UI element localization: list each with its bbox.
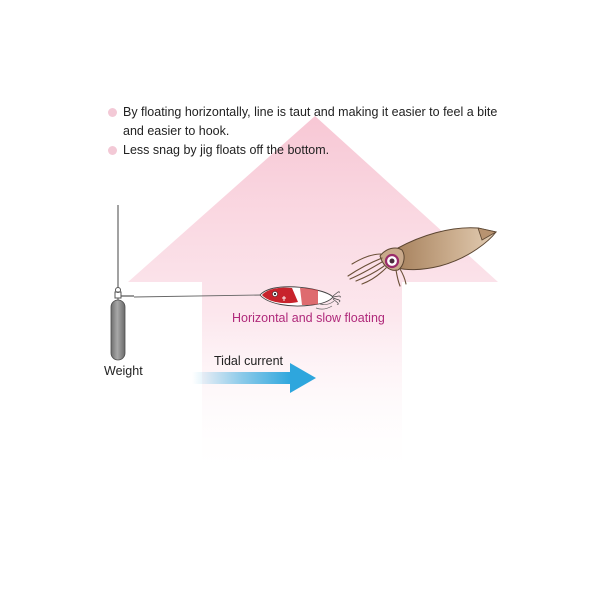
squid-icon bbox=[347, 227, 498, 287]
bullet-dot-icon bbox=[108, 108, 117, 117]
right-arrow-icon bbox=[192, 363, 316, 393]
bullet-list: By floating horizontally, line is taut a… bbox=[108, 103, 518, 160]
bullet-dot-icon bbox=[108, 146, 117, 155]
squid-jig-icon bbox=[259, 286, 341, 310]
sinker-weight-icon bbox=[110, 298, 126, 361]
floating-label: Horizontal and slow floating bbox=[232, 311, 385, 325]
bullet-item: By floating horizontally, line is taut a… bbox=[108, 103, 518, 141]
swivel-icon bbox=[114, 287, 134, 299]
bullet-text: By floating horizontally, line is taut a… bbox=[123, 105, 498, 138]
bullet-text: Less snag by jig floats off the bottom. bbox=[123, 143, 330, 157]
weight-label: Weight bbox=[104, 364, 143, 378]
leader-line bbox=[133, 294, 263, 298]
bullet-item: Less snag by jig floats off the bottom. bbox=[108, 141, 518, 160]
tidal-current-label: Tidal current bbox=[214, 354, 284, 368]
